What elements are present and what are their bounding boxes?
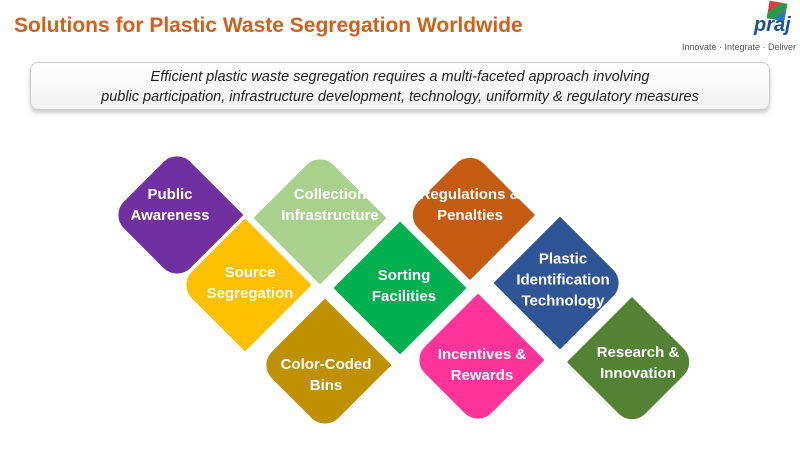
banner-line-1: Efficient plastic waste segregation requ… — [150, 69, 650, 85]
label-regulations-penalties: Regulations & Penalties — [420, 184, 521, 226]
label-line: Sorting — [377, 267, 431, 284]
praj-logo: praj — [752, 0, 796, 44]
label-line: Public — [147, 186, 193, 203]
slide-title: Solutions for Plastic Waste Segregation … — [14, 14, 523, 37]
label-line: Technology — [521, 292, 605, 310]
label-line: Identification — [516, 271, 610, 289]
label-line: Innovation — [600, 365, 676, 382]
label-line: Incentives & — [437, 346, 527, 363]
label-line: Bins — [309, 377, 343, 394]
label-line: Rewards — [450, 367, 514, 384]
label-line: Awareness — [130, 207, 210, 224]
label-line: Color-Coded — [280, 356, 372, 373]
logo-tagline: Innovate · Integrate · Deliver — [681, 42, 796, 52]
label-line: Plastic — [538, 250, 588, 268]
label-line: Segregation — [206, 285, 294, 302]
banner-line-2: public participation, infrastructure dev… — [101, 89, 699, 105]
label-line: Source — [224, 264, 276, 281]
label-research-innovation: Research & Innovation — [597, 342, 680, 384]
label-incentives-rewards: Incentives & Rewards — [438, 344, 526, 386]
logo-text: praj — [754, 14, 791, 36]
label-line: Facilities — [371, 288, 437, 305]
label-line: Research & — [596, 344, 680, 361]
summary-banner: Efficient plastic waste segregation requ… — [30, 62, 770, 110]
label-line: Collection — [293, 186, 367, 203]
label-line: Infrastructure — [281, 207, 379, 224]
label-line: Regulations & — [419, 186, 521, 203]
label-line: Penalties — [437, 207, 503, 224]
